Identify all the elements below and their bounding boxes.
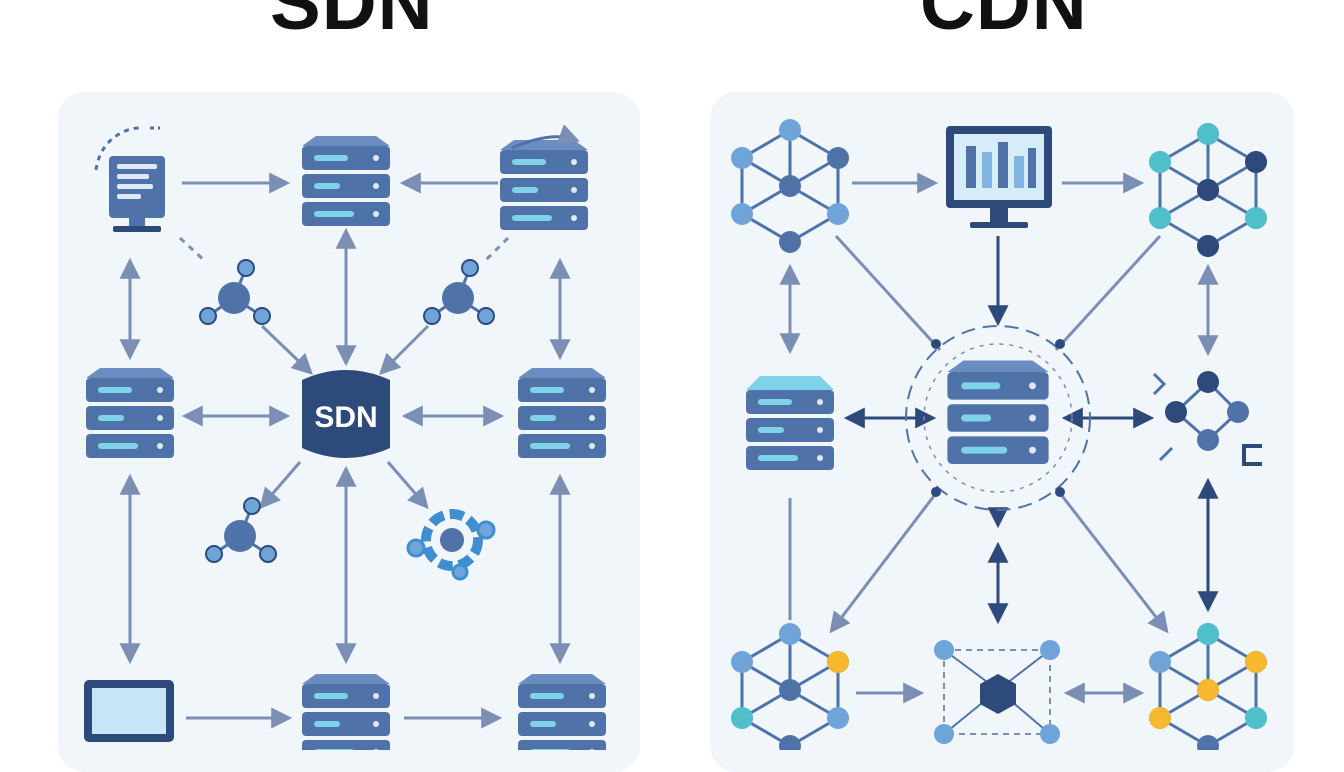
cdn-top-right-mesh bbox=[1147, 121, 1269, 259]
network-node-icon bbox=[1197, 371, 1219, 393]
cdn-bottom-right-mesh bbox=[1147, 621, 1269, 750]
sdn-right-server-icon bbox=[518, 368, 606, 458]
cdn-bottom-center-cube bbox=[934, 640, 1060, 744]
computer-icon bbox=[109, 156, 165, 232]
signal-icon bbox=[94, 126, 141, 171]
cdn-title: CDN bbox=[920, 0, 1088, 46]
network-diagram: SDN bbox=[84, 117, 1269, 750]
server-icon bbox=[947, 360, 1049, 464]
hexagon-mesh-icon bbox=[729, 621, 851, 750]
sdn-top-left-computer bbox=[94, 126, 165, 232]
cdn-left-server bbox=[746, 376, 834, 470]
sdn-bottom-server-icon bbox=[302, 674, 390, 750]
cdn-arrows bbox=[779, 172, 1219, 704]
sdn-bottom-monitor bbox=[84, 680, 174, 742]
sdn-top-server-icon bbox=[302, 136, 390, 226]
sdn-node-cluster-icon bbox=[204, 496, 278, 564]
cdn-top-monitor bbox=[946, 126, 1052, 228]
sdn-node-cluster-icon bbox=[422, 258, 496, 326]
sdn-arrows bbox=[119, 172, 571, 729]
sdn-title: SDN bbox=[270, 0, 434, 46]
cdn-origin-server bbox=[905, 325, 1091, 511]
sdn-controller-label: SDN bbox=[314, 401, 377, 434]
sdn-left-server-icon bbox=[86, 368, 174, 458]
cdn-right-node-cluster bbox=[1152, 371, 1262, 466]
sdn-top-right-server-icon bbox=[500, 140, 588, 230]
server-icon bbox=[746, 380, 834, 470]
sdn-node-cluster-icon bbox=[198, 258, 272, 326]
sdn-bottom-right-server-icon bbox=[518, 674, 606, 750]
cube-node-icon bbox=[980, 674, 1016, 714]
cdn-bottom-left-mesh bbox=[729, 621, 851, 750]
cdn-dark-arrows bbox=[843, 236, 1155, 625]
gear-node-icon bbox=[406, 509, 496, 581]
sdn-controller: SDN bbox=[302, 370, 390, 458]
cdn-hexagon-mesh-icon bbox=[729, 117, 851, 255]
